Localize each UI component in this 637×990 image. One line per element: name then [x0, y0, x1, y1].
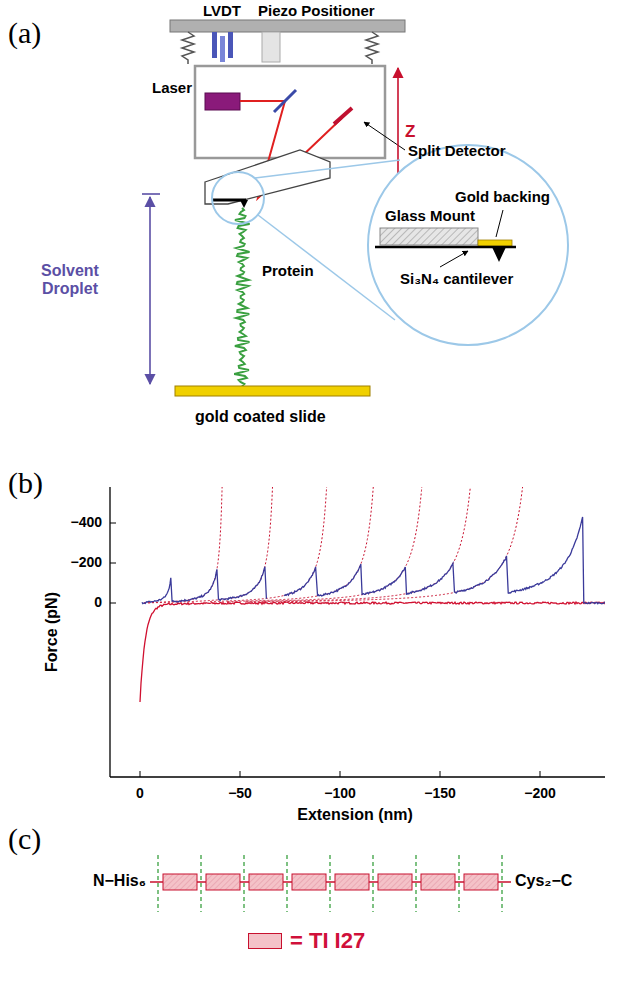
- glass-mount: [380, 228, 478, 245]
- force-plot: [110, 455, 610, 777]
- part-label: Protein: [262, 262, 314, 279]
- tick-label: −100: [324, 785, 356, 801]
- cleavage-line: [501, 855, 502, 912]
- retract-trace: [142, 517, 605, 604]
- wlc-curve: [144, 487, 274, 603]
- leader-line: [496, 210, 503, 237]
- zoom-circle: [212, 172, 264, 224]
- wlc-curve: [228, 487, 375, 602]
- spring: [366, 32, 378, 64]
- part-label: Gold backing: [455, 188, 550, 205]
- head-housing: [195, 66, 385, 158]
- wlc-curve: [284, 487, 525, 602]
- ti-i27-module: [335, 874, 369, 890]
- droplet-tick: [142, 193, 160, 195]
- cleavage-line: [415, 855, 416, 912]
- tick-label: −200: [70, 554, 102, 570]
- cleavage-line: [329, 855, 330, 912]
- split-detector: [334, 108, 352, 124]
- tick-label: 0: [136, 785, 144, 801]
- gold-slide: [175, 386, 370, 396]
- y-axis: [109, 487, 110, 777]
- afm-apparatus: [142, 20, 568, 396]
- part-label: LVDT: [203, 2, 241, 19]
- wlc-curve: [264, 487, 472, 602]
- cleavage-line: [243, 855, 244, 912]
- legend-swatch: [248, 933, 282, 949]
- cantilever-tip: [492, 247, 506, 262]
- part-label: Laser: [152, 79, 192, 96]
- cantilever-tip: [240, 200, 248, 208]
- cleavage-line: [286, 855, 287, 912]
- zoom-line: [255, 160, 400, 178]
- axis-label: Z: [405, 122, 415, 142]
- axis-title: Force (pN): [43, 592, 61, 672]
- cleavage-line: [372, 855, 373, 912]
- tick-label: 0: [94, 594, 102, 610]
- leader-line: [440, 251, 468, 267]
- part-label: Piezo Positioner: [258, 2, 375, 19]
- cleavage-line: [458, 855, 459, 912]
- part-label: Glass Mount: [385, 207, 475, 224]
- part-label: Split Detector: [408, 142, 506, 159]
- construct: [150, 855, 511, 912]
- piezo-positioner: [262, 32, 280, 62]
- ti-i27-module: [163, 874, 197, 890]
- wlc-fit: [144, 487, 525, 603]
- zoom-circle: [368, 145, 568, 345]
- panel-letter: (c): [8, 822, 41, 857]
- panel-letter: (b): [8, 466, 43, 501]
- ti-i27-modules: [158, 855, 502, 912]
- part-label: Si₃N₄ cantilever: [400, 270, 513, 287]
- leader-line: [364, 122, 405, 150]
- linker-line: [150, 881, 511, 883]
- cleavage-line: [157, 855, 158, 912]
- axis-title: Extension (nm): [297, 806, 413, 824]
- ti-i27-module: [378, 874, 412, 890]
- approach-trace: [140, 602, 605, 702]
- tick-label: −150: [424, 785, 456, 801]
- spring: [182, 32, 194, 64]
- terminus-label: N−His₆: [93, 872, 146, 890]
- protein-chain: [234, 208, 249, 386]
- wlc-curve: [144, 487, 223, 603]
- wlc-curve: [246, 487, 424, 602]
- part-label: gold coated slide: [195, 408, 326, 426]
- axis-ticks: [110, 523, 540, 777]
- lvdt-symbol: [212, 32, 233, 62]
- ti-i27-module: [421, 874, 455, 890]
- tick-label: −200: [524, 785, 556, 801]
- terminus-label: Cys₂−C: [515, 872, 572, 890]
- legend-entry: = TI I27: [248, 928, 365, 954]
- ti-i27-module: [206, 874, 240, 890]
- mirror: [274, 90, 296, 112]
- tick-label: −400: [70, 514, 102, 530]
- droplet-arrow: [149, 197, 151, 384]
- ti-i27-module: [249, 874, 283, 890]
- wlc-curve: [210, 487, 328, 602]
- x-axis: [110, 776, 605, 777]
- laser-source: [205, 93, 240, 110]
- legend-text: = TI I27: [290, 928, 365, 954]
- part-label: Solvent Droplet: [25, 262, 115, 299]
- gold-backing: [478, 240, 512, 246]
- ti-i27-module: [464, 874, 498, 890]
- cleavage-line: [200, 855, 201, 912]
- ti-i27-module: [292, 874, 326, 890]
- support-bar: [170, 20, 405, 32]
- panel-letter: (a): [8, 16, 41, 51]
- tick-label: −50: [228, 785, 252, 801]
